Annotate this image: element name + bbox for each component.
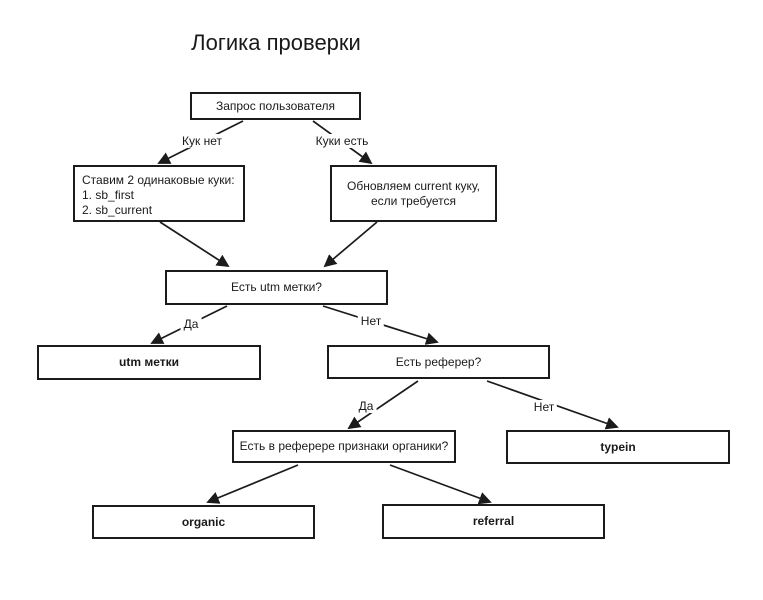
node-update-cookie: Обновляем current куку, если требуется xyxy=(330,165,497,222)
edge-update-cookie-to-utm-question xyxy=(323,221,378,268)
edge-organic-question-to-organic xyxy=(206,464,299,504)
node-referral-result-label: referral xyxy=(472,514,515,528)
node-utm-result-label: utm метки xyxy=(119,355,179,369)
edge-referer-question-to-organic-question xyxy=(347,380,419,430)
node-referer-question-label: Есть реферер? xyxy=(395,354,482,369)
node-user-request: Запрос пользователя xyxy=(190,92,361,120)
edge-organic-question-to-referral xyxy=(389,464,492,505)
node-set-cookies-line2: 1. sb_first xyxy=(82,188,135,202)
node-utm-question: Есть utm метки? xyxy=(165,270,388,305)
node-organic-result-label: organic xyxy=(181,514,226,529)
node-organic-question: Есть в реферере признаки органики? xyxy=(232,430,456,463)
node-set-cookies-line3: 2. sb_current xyxy=(82,203,153,217)
edge-label-referer-no: Нет xyxy=(530,400,558,414)
edge-label-utm-yes: Да xyxy=(180,317,202,331)
node-typein-result-label: typein xyxy=(600,439,636,454)
node-utm-question-label: Есть utm метки? xyxy=(231,280,322,294)
edge-label-referer-yes: Да xyxy=(355,399,377,413)
edge-label-has-cookies: Куки есть xyxy=(312,134,372,148)
node-referer-question: Есть реферер? xyxy=(327,345,550,379)
node-user-request-label: Запрос пользователя xyxy=(215,98,336,113)
node-utm-result: utm метки xyxy=(37,345,261,380)
page-title: Логика проверки xyxy=(191,30,361,55)
node-update-cookie-line1: Обновляем current куку, xyxy=(347,178,480,193)
node-set-cookies: Ставим 2 одинаковые куки: 1. sb_first 2.… xyxy=(73,165,245,222)
node-referral-result: referral xyxy=(382,504,605,539)
node-typein-result: typein xyxy=(506,430,730,464)
node-set-cookies-line1: Ставим 2 одинаковые куки: xyxy=(82,173,235,187)
node-organic-result: organic xyxy=(92,505,315,539)
edge-label-utm-no: Нет xyxy=(357,314,385,328)
edge-label-no-cookies: Кук нет xyxy=(179,134,225,148)
node-organic-question-label: Есть в реферере признаки органики? xyxy=(239,439,449,453)
node-update-cookie-line2: если требуется xyxy=(370,193,456,208)
edge-set-cookies-to-utm-question xyxy=(159,221,230,268)
